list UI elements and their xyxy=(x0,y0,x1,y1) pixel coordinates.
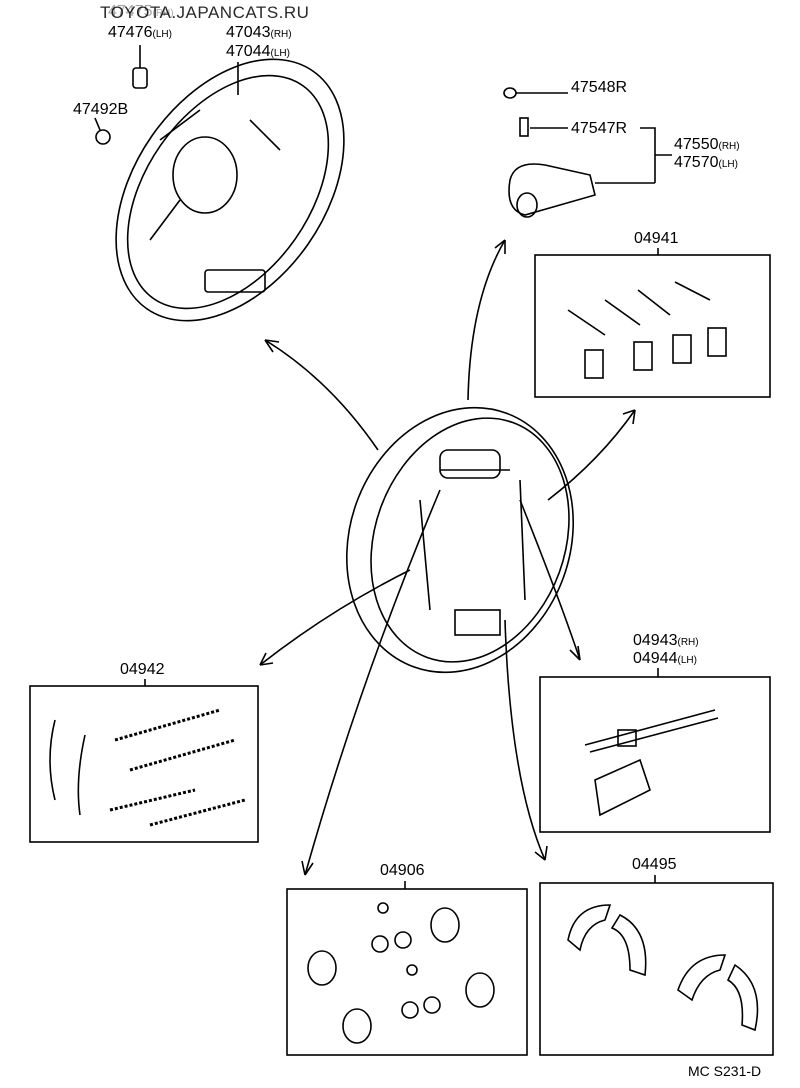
part-number: 47570 xyxy=(674,154,719,171)
part-side: (LH) xyxy=(718,159,738,170)
box-04906 xyxy=(286,888,528,1056)
part-number: 47476 xyxy=(108,24,153,41)
part-04495[interactable]: 04495 xyxy=(632,856,677,874)
box-04943 xyxy=(539,676,771,833)
part-number: 04942 xyxy=(120,661,165,678)
bolts xyxy=(94,45,239,145)
part-04944[interactable]: 04944(LH) xyxy=(633,650,697,670)
watermark: TOYOTA.JAPANCATS.RU xyxy=(100,3,310,22)
drum-assembly xyxy=(345,406,575,674)
wheel-cylinder xyxy=(503,87,672,218)
box-04495 xyxy=(539,882,774,1056)
part-47043[interactable]: 47043(RH) xyxy=(226,24,292,44)
part-number: 04941 xyxy=(634,230,679,247)
part-04906[interactable]: 04906 xyxy=(380,862,425,880)
backing-plate xyxy=(115,58,345,322)
part-47570[interactable]: 47570(LH) xyxy=(674,154,738,174)
springs xyxy=(49,708,246,827)
diagram-code: MC S231-D xyxy=(688,1063,762,1079)
part-number: 04944 xyxy=(633,650,678,667)
part-number: 47550 xyxy=(674,136,719,153)
part-47547r[interactable]: 47547R xyxy=(571,120,627,138)
part-number: 47044 xyxy=(226,43,271,60)
part-number: 04906 xyxy=(380,862,425,879)
part-04943[interactable]: 04943(RH) xyxy=(633,632,699,652)
part-number: 47547R xyxy=(571,120,628,137)
part-47492b[interactable]: 47492B xyxy=(73,101,128,119)
brake-shoes xyxy=(567,904,759,1032)
part-04941[interactable]: 04941 xyxy=(634,230,679,248)
part-47548r[interactable]: 47548R xyxy=(571,79,627,97)
adjuster xyxy=(584,709,719,817)
part-side: (LH) xyxy=(677,655,697,666)
part-number: 04943 xyxy=(633,632,678,649)
pins-and-clips xyxy=(567,281,727,379)
part-number: 47043 xyxy=(226,24,271,41)
part-04942[interactable]: 04942 xyxy=(120,661,165,679)
part-number: 47548R xyxy=(571,79,628,96)
arrows xyxy=(259,239,636,876)
part-number: 47492B xyxy=(73,101,129,118)
part-side: (RH) xyxy=(718,141,740,152)
part-47476[interactable]: 47476(LH) xyxy=(108,24,172,44)
part-number: 47475 xyxy=(108,3,153,20)
box-04942 xyxy=(29,685,259,843)
part-47044[interactable]: 47044(LH) xyxy=(226,43,290,63)
cylinder-kit xyxy=(307,902,495,1044)
part-side: (LH) xyxy=(152,29,172,40)
box-04941 xyxy=(534,254,771,398)
part-side: (RH) xyxy=(270,29,292,40)
part-side: (LH) xyxy=(270,48,290,59)
part-side: (RH) xyxy=(152,8,174,19)
part-number: 04495 xyxy=(632,856,677,873)
part-side: (RH) xyxy=(677,637,699,648)
part-47475[interactable]: 47475(RH) xyxy=(108,3,174,23)
part-47550[interactable]: 47550(RH) xyxy=(674,136,740,156)
